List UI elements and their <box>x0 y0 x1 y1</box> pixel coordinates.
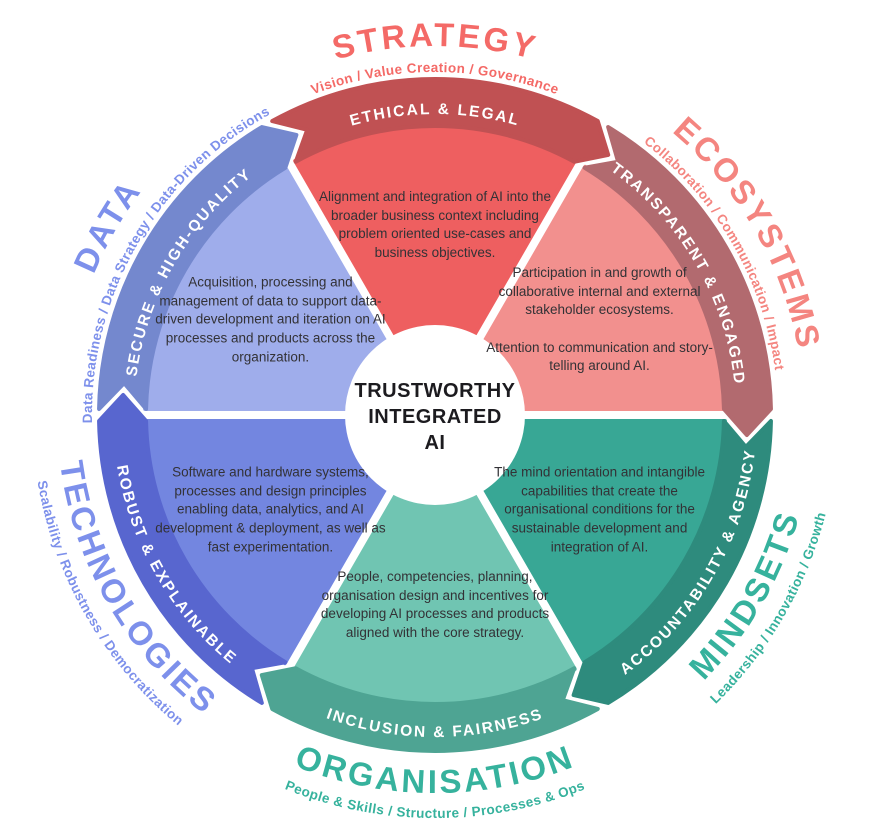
center-title: TRUSTWORTHY INTEGRATED AI <box>354 380 516 454</box>
strategy-band <box>270 77 611 164</box>
data-description: Acquisition, processing and management o… <box>155 274 386 364</box>
technologies-description: Software and hardware systems, processes… <box>155 464 386 554</box>
mindsets-band <box>571 419 773 705</box>
strategy-description: Alignment and integration of AI into the… <box>319 188 551 260</box>
ecosystems-band <box>582 125 773 437</box>
strategy-title: STRATEGY <box>328 16 541 66</box>
data-band <box>97 125 299 411</box>
organisation-band <box>259 666 600 753</box>
center-hub <box>345 325 525 505</box>
technologies-band <box>97 393 288 705</box>
ecosystems-description: Participation in and growth of collabora… <box>486 265 713 374</box>
mindsets-description: The mind orientation and intangible capa… <box>494 464 705 554</box>
organisation-description: People, competencies, planning, organisa… <box>320 568 550 640</box>
